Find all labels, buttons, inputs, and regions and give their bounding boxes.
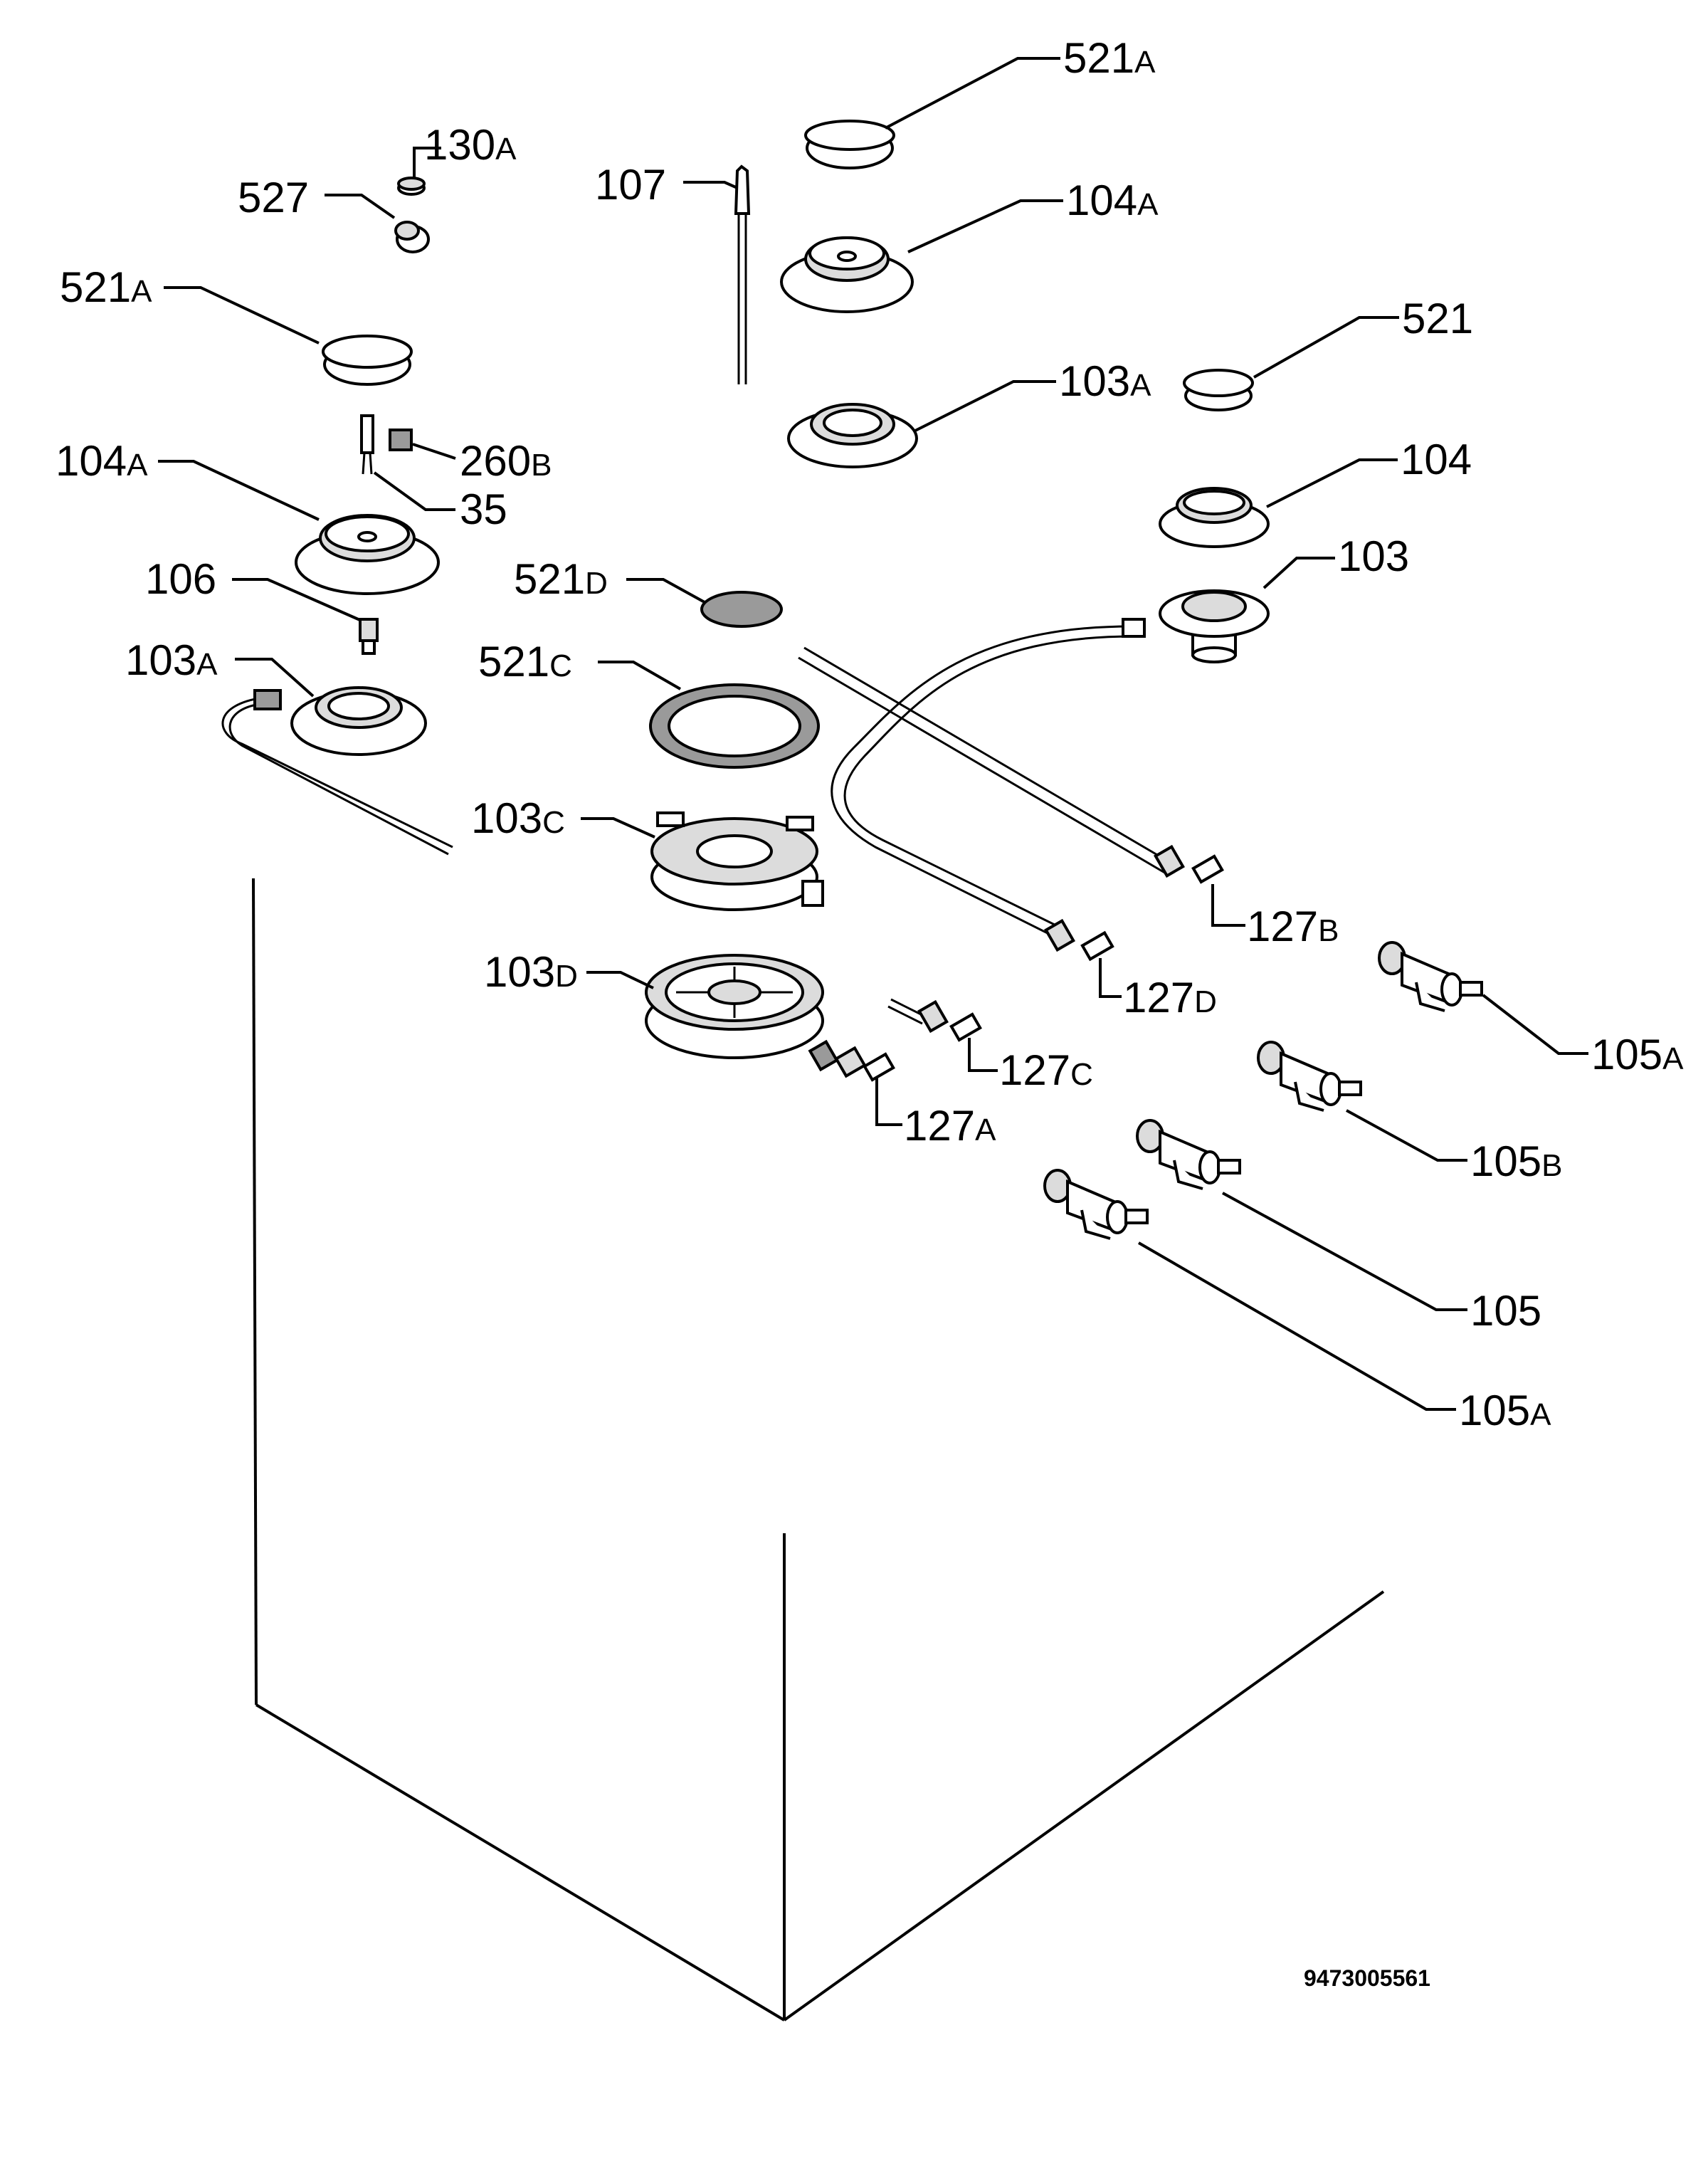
label-107: 107 [595, 161, 666, 209]
part-104a-left-crown [295, 514, 440, 595]
part-103d-burner-base [645, 954, 824, 1059]
label-105a-bottom: 105A [1459, 1387, 1551, 1434]
drawing-code: 9473005561 [1304, 1965, 1430, 1991]
leader-lines [158, 57, 1588, 1411]
part-130a-washer [397, 177, 426, 196]
label-260b: 260B [460, 437, 552, 485]
part-521-cap [1183, 369, 1254, 411]
label-127c: 127C [999, 1046, 1093, 1094]
part-521a-left-cap [322, 335, 413, 386]
label-105: 105 [1470, 1287, 1541, 1335]
part-527-nut [394, 221, 430, 253]
label-130a: 130A [424, 121, 517, 169]
label-103a-left: 103A [125, 636, 218, 684]
label-103c: 103C [471, 794, 565, 842]
part-103-body [1122, 589, 1270, 663]
label-105a-right: 105A [1591, 1031, 1684, 1078]
part-107-thermocouple [734, 164, 751, 215]
label-103: 103 [1338, 532, 1409, 580]
label-106: 106 [145, 555, 216, 603]
label-521a-left: 521A [60, 263, 152, 311]
part-106-injector [359, 618, 379, 655]
part-104a-top-crown [780, 236, 914, 313]
part-521d-disc [700, 591, 783, 628]
part-521c-ring [649, 683, 820, 769]
part-127-fittings [808, 844, 1224, 1082]
callout-labels: 521A 130A 107 527 104A 521A 521 103A 104… [56, 34, 1684, 1991]
label-104a-left: 104A [56, 437, 148, 485]
part-103c-spreader [650, 811, 824, 911]
label-521: 521 [1402, 295, 1473, 342]
cabinet-outline [252, 878, 1385, 2022]
part-35-electrode [360, 414, 374, 475]
label-104: 104 [1401, 436, 1472, 483]
part-521a-top-cap [804, 120, 895, 169]
label-521c: 521C [478, 638, 572, 685]
label-103d: 103D [484, 948, 578, 996]
label-104a-top: 104A [1066, 177, 1159, 224]
label-127a: 127A [904, 1102, 996, 1150]
label-521d: 521D [514, 555, 608, 603]
label-527: 527 [238, 174, 309, 221]
part-103a-top-body [787, 403, 918, 468]
gas-pipes [221, 214, 1175, 941]
label-103a-top: 103A [1059, 357, 1151, 405]
label-35: 35 [460, 485, 507, 533]
label-521a-top: 521A [1063, 34, 1156, 82]
part-260b-clip [389, 429, 413, 451]
label-127d: 127D [1123, 974, 1217, 1021]
part-104-crown [1159, 487, 1270, 548]
label-127b: 127B [1247, 903, 1339, 950]
part-105-gas-taps [1043, 941, 1483, 1240]
part-103a-left-body [253, 686, 427, 756]
label-105b: 105B [1470, 1137, 1562, 1185]
